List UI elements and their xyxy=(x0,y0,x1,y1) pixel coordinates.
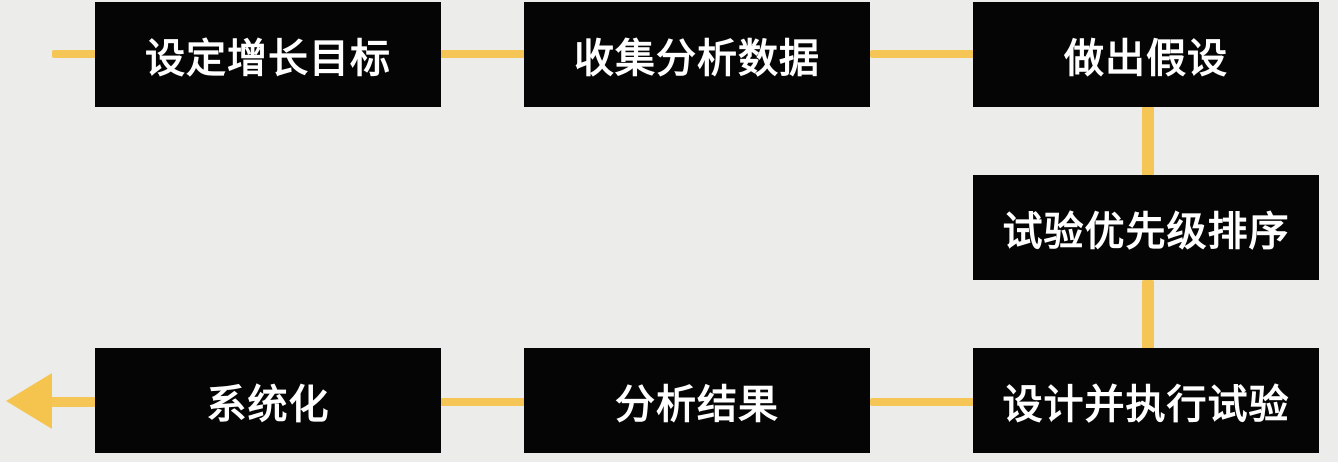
step-prioritize-experiments: 试验优先级排序 xyxy=(973,175,1319,280)
step-design-run-experiments: 设计并执行试验 xyxy=(973,348,1319,453)
exit-arrow-head xyxy=(6,373,52,429)
connector-4-5 xyxy=(1142,280,1154,350)
step-set-growth-goal: 设定增长目标 xyxy=(95,2,441,107)
connector-3-4 xyxy=(1142,106,1154,176)
connector-5-6 xyxy=(870,398,974,406)
step-systematize: 系统化 xyxy=(95,348,441,453)
connector-6-7 xyxy=(440,398,526,406)
connector-lead-in xyxy=(52,50,96,58)
step-analyze-results: 分析结果 xyxy=(524,348,870,453)
connector-2-3 xyxy=(870,50,974,58)
connector-1-2 xyxy=(440,50,526,58)
step-make-hypothesis: 做出假设 xyxy=(973,2,1319,107)
step-collect-analyze-data: 收集分析数据 xyxy=(524,2,870,107)
connector-exit-shaft xyxy=(40,397,96,407)
